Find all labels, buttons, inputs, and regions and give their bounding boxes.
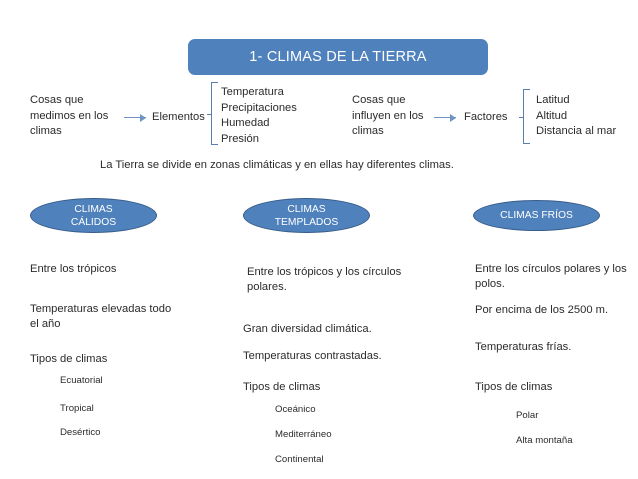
factors-items-list: Latitud Altitud Distancia al mar xyxy=(536,94,617,137)
right-arrow-icon xyxy=(124,112,146,122)
zone-badge-label: CLIMAS FRÍOS xyxy=(500,210,573,221)
zone-frios-type-1: Polar xyxy=(516,410,539,421)
zone-templados-line-2: Gran diversidad climática. xyxy=(243,323,372,335)
bracket-icon xyxy=(519,89,530,144)
zone-calidos-line-3: Tipos de climas xyxy=(30,353,108,365)
elements-node-label: Elementos xyxy=(152,111,205,123)
summary-sentence: La Tierra se divide en zonas climáticas … xyxy=(100,159,454,171)
zone-badge-label: CLIMAS TEMPLADOS xyxy=(274,203,339,228)
right-arrow-icon xyxy=(434,112,456,122)
zone-badge-templados[interactable]: CLIMAS TEMPLADOS xyxy=(243,198,370,233)
zone-calidos-line-1: Entre los trópicos xyxy=(30,263,117,275)
zone-calidos-type-2: Tropical xyxy=(60,403,94,414)
zone-templados-type-2: Mediterráneo xyxy=(275,429,332,440)
zone-frios-line-1: Entre los círculos polares y los polos. xyxy=(475,263,627,290)
zone-frios-line-3: Temperaturas frías. xyxy=(475,341,572,353)
zone-calidos-line-2: Temperaturas elevadas todo el año xyxy=(30,303,172,330)
zone-badge-calidos[interactable]: CLIMAS CÁLIDOS xyxy=(30,198,157,233)
zone-frios-line-4: Tipos de climas xyxy=(475,381,553,393)
zone-badge-label: CLIMAS CÁLIDOS xyxy=(70,203,117,228)
zone-templados-line-3: Temperaturas contrastadas. xyxy=(243,350,382,362)
elements-items-list: Temperatura Precipitaciones Humedad Pres… xyxy=(221,86,297,145)
zone-calidos-type-1: Ecuatorial xyxy=(60,375,103,386)
zone-templados-line-1: Entre los trópicos y los círculos polare… xyxy=(247,266,402,293)
zone-templados-type-1: Oceánico xyxy=(275,404,316,415)
page-title: 1- CLIMAS DE LA TIERRA xyxy=(249,49,427,65)
zone-badge-frios[interactable]: CLIMAS FRÍOS xyxy=(473,200,600,231)
factors-source-label: Cosas que influyen en los climas xyxy=(352,94,424,137)
bracket-icon xyxy=(207,82,218,145)
zone-calidos-type-3: Desértico xyxy=(60,427,101,438)
zone-templados-line-4: Tipos de climas xyxy=(243,381,321,393)
zone-frios-line-2: Por encima de los 2500 m. xyxy=(475,304,609,316)
zone-templados-type-3: Continental xyxy=(275,454,324,465)
zone-frios-type-2: Alta montaña xyxy=(516,435,573,446)
diagram-title-banner: 1- CLIMAS DE LA TIERRA xyxy=(188,39,488,75)
factors-node-label: Factores xyxy=(464,111,508,123)
elements-source-label: Cosas que medimos en los climas xyxy=(30,94,109,137)
